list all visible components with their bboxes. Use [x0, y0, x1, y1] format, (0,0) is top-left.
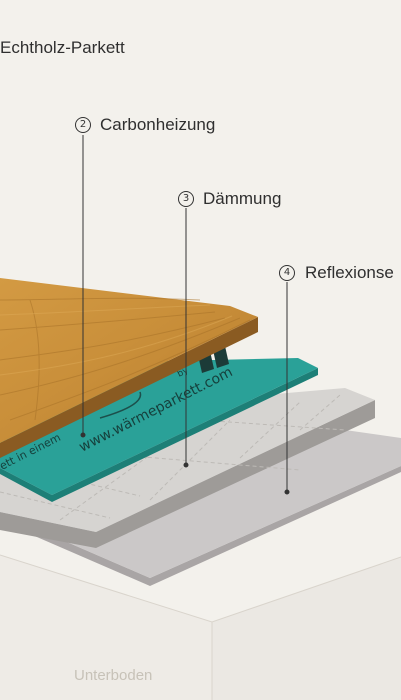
subfloor-block: [0, 554, 401, 700]
label-carbonheizung: Carbonheizung: [100, 115, 216, 134]
number-badge-4: 4: [279, 265, 295, 281]
label-unterboden: Unterboden: [74, 667, 153, 684]
wood-parquet-board: [0, 278, 258, 458]
label-echtholz-parkett: Echtholz-Parkett: [0, 38, 125, 57]
leader-lines: [80, 135, 290, 495]
number-badge-3: 3: [178, 191, 194, 207]
label-reflexionsebene: Reflexionse: [305, 263, 394, 282]
label-daemmung: Dämmung: [203, 189, 282, 208]
number-badge-2: 2: [75, 117, 91, 133]
